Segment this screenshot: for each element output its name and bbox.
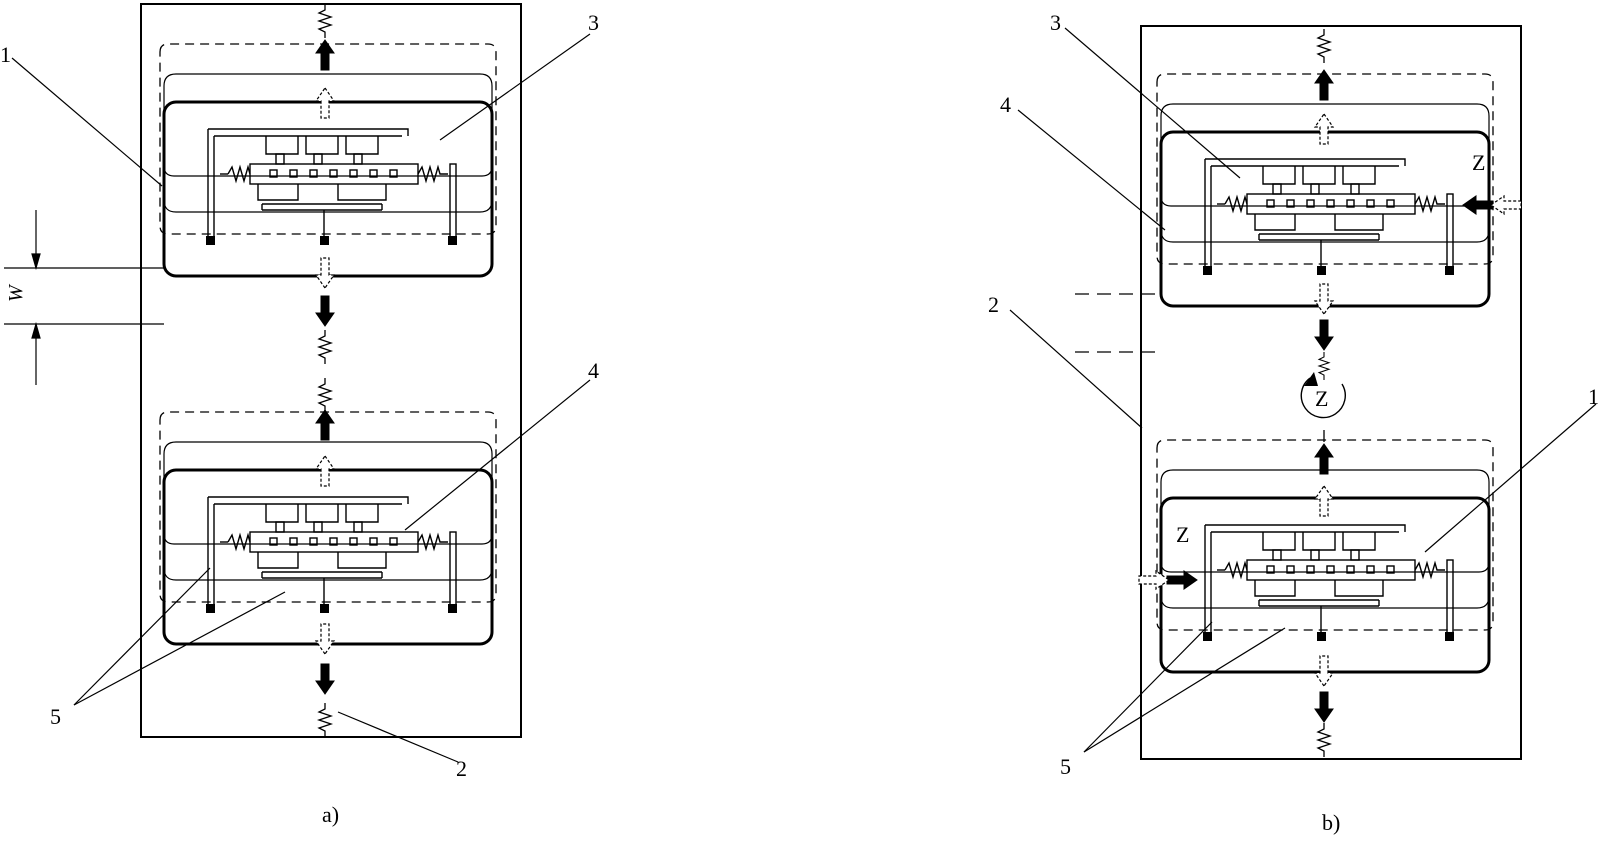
panel-a-label-4: 4 — [588, 358, 599, 383]
panel-b-z-lower: Z — [1176, 522, 1189, 547]
rotation-z-icon — [1300, 372, 1346, 419]
panel-a-dimension-label: W — [5, 283, 27, 302]
dashed-arrow-up-icon — [1314, 485, 1334, 517]
panel-b-label-3: 3 — [1050, 10, 1061, 35]
dashed-arrow-down-icon — [1314, 283, 1334, 315]
panel-b-bottom-spring — [1317, 722, 1331, 758]
panel-b-caption: b) — [1322, 810, 1340, 835]
panel-a: W 1 3 4 5 2 a) — [0, 3, 599, 827]
panel-a-substrate — [140, 3, 522, 738]
arrow-down-icon — [1314, 691, 1334, 723]
panel-a-lower-mass — [158, 410, 498, 646]
arrow-down-icon — [315, 295, 335, 327]
panel-a-top-spring — [318, 3, 332, 39]
arrow-right-icon — [1166, 570, 1198, 590]
panel-b-top-spring — [1317, 28, 1331, 64]
panel-a-middle-spring-1 — [318, 329, 332, 365]
panel-b-label-4: 4 — [1000, 92, 1011, 117]
panel-b-middle-spring — [1318, 351, 1330, 381]
panel-a-middle-spring-2 — [318, 377, 332, 413]
panel-a-upper-mass — [158, 42, 498, 278]
panel-b-label-1: 1 — [1588, 384, 1599, 409]
panel-a-label-1: 1 — [0, 42, 11, 67]
dashed-arrow-up-icon — [1314, 113, 1334, 145]
panel-b-leaders — [1009, 27, 1597, 753]
dashed-arrow-left-icon — [1490, 195, 1522, 215]
panel-a-caption: a) — [322, 802, 339, 827]
arrow-up-icon — [315, 39, 335, 71]
arrow-up-icon — [315, 409, 335, 441]
dashed-arrow-down-icon — [315, 257, 335, 289]
arrow-down-icon — [1314, 319, 1334, 351]
panel-a-dimension-w — [4, 210, 164, 385]
panel-a-label-3: 3 — [588, 10, 599, 35]
panel-b-z-center: Z — [1315, 386, 1328, 411]
arrow-down-icon — [315, 663, 335, 695]
panel-b-label-2: 2 — [988, 292, 999, 317]
panel-b-z-upper: Z — [1472, 150, 1485, 175]
panel-b-substrate — [1140, 25, 1522, 760]
panel-a-leaders — [11, 33, 591, 763]
panel-b-lower-mass — [1155, 438, 1495, 674]
dashed-arrow-right-icon — [1138, 570, 1170, 590]
panel-a-label-2: 2 — [456, 756, 467, 781]
panel-b: Z Z Z 3 4 2 — [988, 10, 1599, 835]
panel-b-upper-mass — [1155, 72, 1495, 308]
panel-a-bottom-spring — [318, 702, 332, 738]
panel-b-label-5: 5 — [1060, 754, 1071, 779]
panel-a-label-5: 5 — [50, 704, 61, 729]
dashed-arrow-down-icon — [315, 623, 335, 655]
